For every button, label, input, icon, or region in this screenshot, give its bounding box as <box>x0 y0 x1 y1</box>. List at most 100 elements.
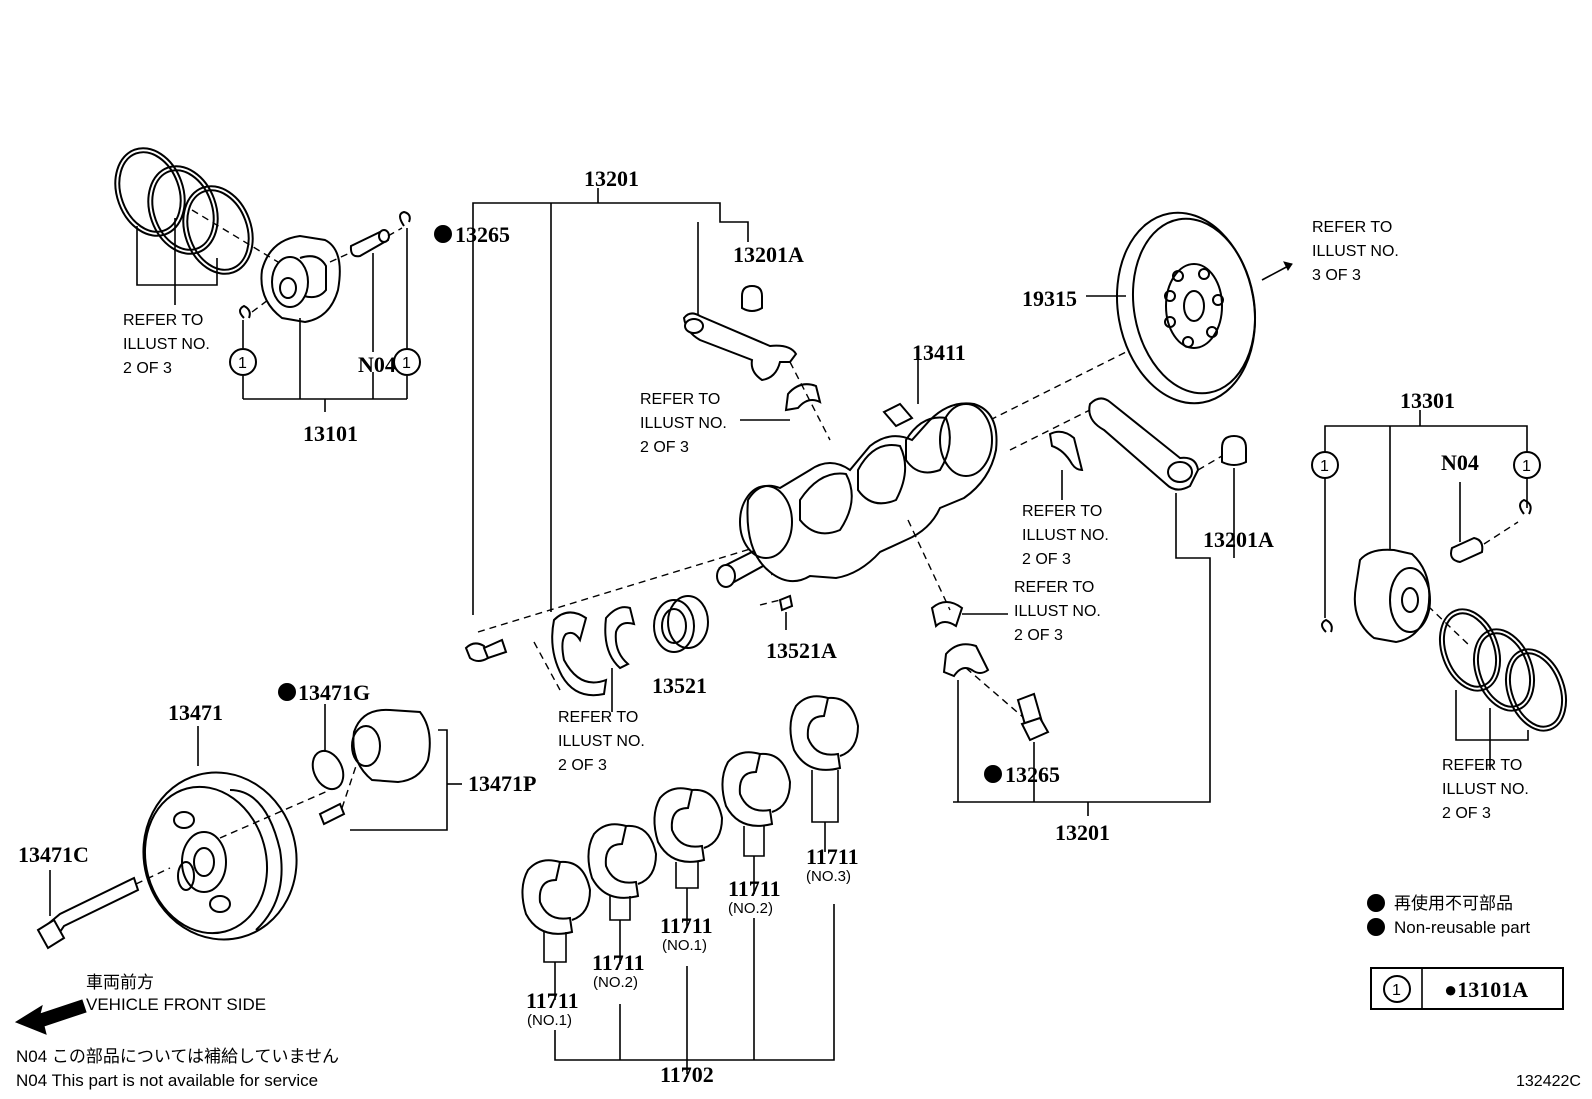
label-n04-right: N04 <box>1441 450 1479 475</box>
svg-text:3 OF 3: 3 OF 3 <box>1312 267 1361 284</box>
main-bearing-1a <box>521 859 592 935</box>
label-13471c: 13471C <box>18 842 89 867</box>
label-11702: 11702 <box>660 1062 714 1087</box>
oil-seal-13521 <box>653 595 709 653</box>
diagram-code: 132422C <box>1516 1073 1581 1090</box>
front-side-jp: 車両前方 <box>86 973 154 992</box>
piston-assembly-left <box>114 147 421 412</box>
rod-bolt-top <box>464 638 508 662</box>
legend-bullet-en <box>1367 918 1385 936</box>
piston-assembly-right <box>1311 410 1567 770</box>
main-bearings-11711 <box>521 695 860 1074</box>
svg-text:2 OF 3: 2 OF 3 <box>640 439 689 456</box>
svg-text:2 OF 3: 2 OF 3 <box>123 360 172 377</box>
svg-text:ILLUST NO.: ILLUST NO. <box>1014 603 1101 620</box>
refer-note-top-rod: REFER TO ILLUST NO. 2 OF 3 <box>640 391 727 456</box>
svg-text:2 OF 3: 2 OF 3 <box>1022 551 1071 568</box>
svg-text:REFER TO: REFER TO <box>1442 757 1522 774</box>
pulley-bolt-13471c <box>36 867 171 950</box>
svg-text:2 OF 3: 2 OF 3 <box>1442 805 1491 822</box>
label-n04-left: N04 <box>358 352 396 377</box>
svg-text:REFER TO: REFER TO <box>1312 219 1392 236</box>
label-13471: 13471 <box>168 700 223 725</box>
svg-text:ILLUST NO.: ILLUST NO. <box>640 415 727 432</box>
front-side-en: VEHICLE FRONT SIDE <box>86 995 266 1014</box>
main-bearing-2a <box>587 823 658 899</box>
label-13201-top: 13201 <box>584 166 639 191</box>
piston-pin-left <box>349 229 390 258</box>
svg-text:REFER TO: REFER TO <box>1014 579 1094 596</box>
label-13521a: 13521A <box>766 638 837 663</box>
legend-bullet-jp <box>1367 894 1385 912</box>
snap-ring-left-bottom <box>239 304 251 319</box>
connecting-rod-top <box>472 188 831 615</box>
svg-text:REFER TO: REFER TO <box>123 312 203 329</box>
refer-note-right-rod: REFER TO ILLUST NO. 2 OF 3 <box>1022 503 1109 568</box>
label-13521: 13521 <box>652 673 707 698</box>
label-13265-bottom: 13265 <box>1005 762 1060 787</box>
connecting-rod-right <box>907 397 1247 803</box>
marker-right-a: 1 <box>1320 458 1329 475</box>
label-11711-d: 11711 <box>728 876 781 901</box>
label-13201a-top: 13201A <box>733 242 804 267</box>
main-bearing-2b <box>721 751 792 827</box>
o-ring-13471g <box>311 704 345 791</box>
label-11711-a: 11711 <box>526 988 579 1013</box>
svg-text:REFER TO: REFER TO <box>1022 503 1102 520</box>
label-19315: 19315 <box>1022 286 1077 311</box>
label-13201a-right: 13201A <box>1203 527 1274 552</box>
label-13101: 13101 <box>303 421 358 446</box>
footnote-en: N04 This part is not available for servi… <box>16 1071 318 1090</box>
label-no2-b: (NO.2) <box>728 900 773 917</box>
kit-table <box>1370 967 1564 1010</box>
footnote-jp: N04 この部品については補給していません <box>16 1047 339 1066</box>
label-13471p: 13471P <box>468 771 536 796</box>
legend-en: Non-reusable part <box>1394 918 1530 937</box>
main-bearing-1b <box>653 787 724 863</box>
svg-text:2 OF 3: 2 OF 3 <box>558 757 607 774</box>
label-11711-b: 11711 <box>592 950 645 975</box>
label-13301: 13301 <box>1400 388 1455 413</box>
refer-note-flywheel: REFER TO ILLUST NO. 3 OF 3 <box>1312 219 1399 284</box>
marker-right-b: 1 <box>1522 458 1531 475</box>
svg-text:ILLUST NO.: ILLUST NO. <box>123 336 210 353</box>
snap-ring-left-top <box>399 210 411 227</box>
label-no2-a: (NO.2) <box>593 974 638 991</box>
flywheel-19315 <box>1086 211 1293 405</box>
svg-text:ILLUST NO.: ILLUST NO. <box>1022 527 1109 544</box>
table-part: ●13101A <box>1444 977 1528 1002</box>
marker-left-a: 1 <box>238 355 247 372</box>
crank-key <box>778 594 794 612</box>
label-13201-bottom: 13201 <box>1055 820 1110 845</box>
label-no3: (NO.3) <box>806 868 851 885</box>
refer-note-right-bearing: REFER TO ILLUST NO. 2 OF 3 <box>1014 579 1101 644</box>
rod-cap-left <box>533 598 608 697</box>
crankshaft-pulley-13471 <box>142 726 331 941</box>
label-13471g: 13471G <box>298 680 370 705</box>
svg-text:ILLUST NO.: ILLUST NO. <box>1312 243 1399 260</box>
label-11711-c: 11711 <box>660 913 713 938</box>
svg-text:REFER TO: REFER TO <box>640 391 720 408</box>
label-no1-b: (NO.1) <box>662 937 707 954</box>
rod-bolt-bottom <box>1016 692 1089 816</box>
legend-jp: 再使用不可部品 <box>1394 893 1513 913</box>
label-no1-a: (NO.1) <box>527 1012 572 1029</box>
svg-text:REFER TO: REFER TO <box>558 709 638 726</box>
refer-note-left-bearing: REFER TO ILLUST NO. 2 OF 3 <box>558 709 645 774</box>
svg-text:2 OF 3: 2 OF 3 <box>1014 627 1063 644</box>
piston-left <box>260 234 341 324</box>
label-11711-e: 11711 <box>806 844 859 869</box>
main-bearing-3 <box>789 695 860 771</box>
crankshaft <box>477 344 1141 633</box>
marker-left-b: 1 <box>402 355 411 372</box>
table-marker: 1 <box>1392 982 1401 999</box>
piston-rings-left <box>114 147 254 275</box>
svg-text:ILLUST NO.: ILLUST NO. <box>558 733 645 750</box>
labels: 13201 13201A 13265 19315 13411 13101 133… <box>16 166 1581 1090</box>
front-arrow <box>14 999 87 1035</box>
pulley-hub-13471p <box>318 708 462 831</box>
label-13411: 13411 <box>912 340 966 365</box>
refer-note-right-piston: REFER TO ILLUST NO. 2 OF 3 <box>1442 757 1529 822</box>
label-13265-top: 13265 <box>455 222 510 247</box>
